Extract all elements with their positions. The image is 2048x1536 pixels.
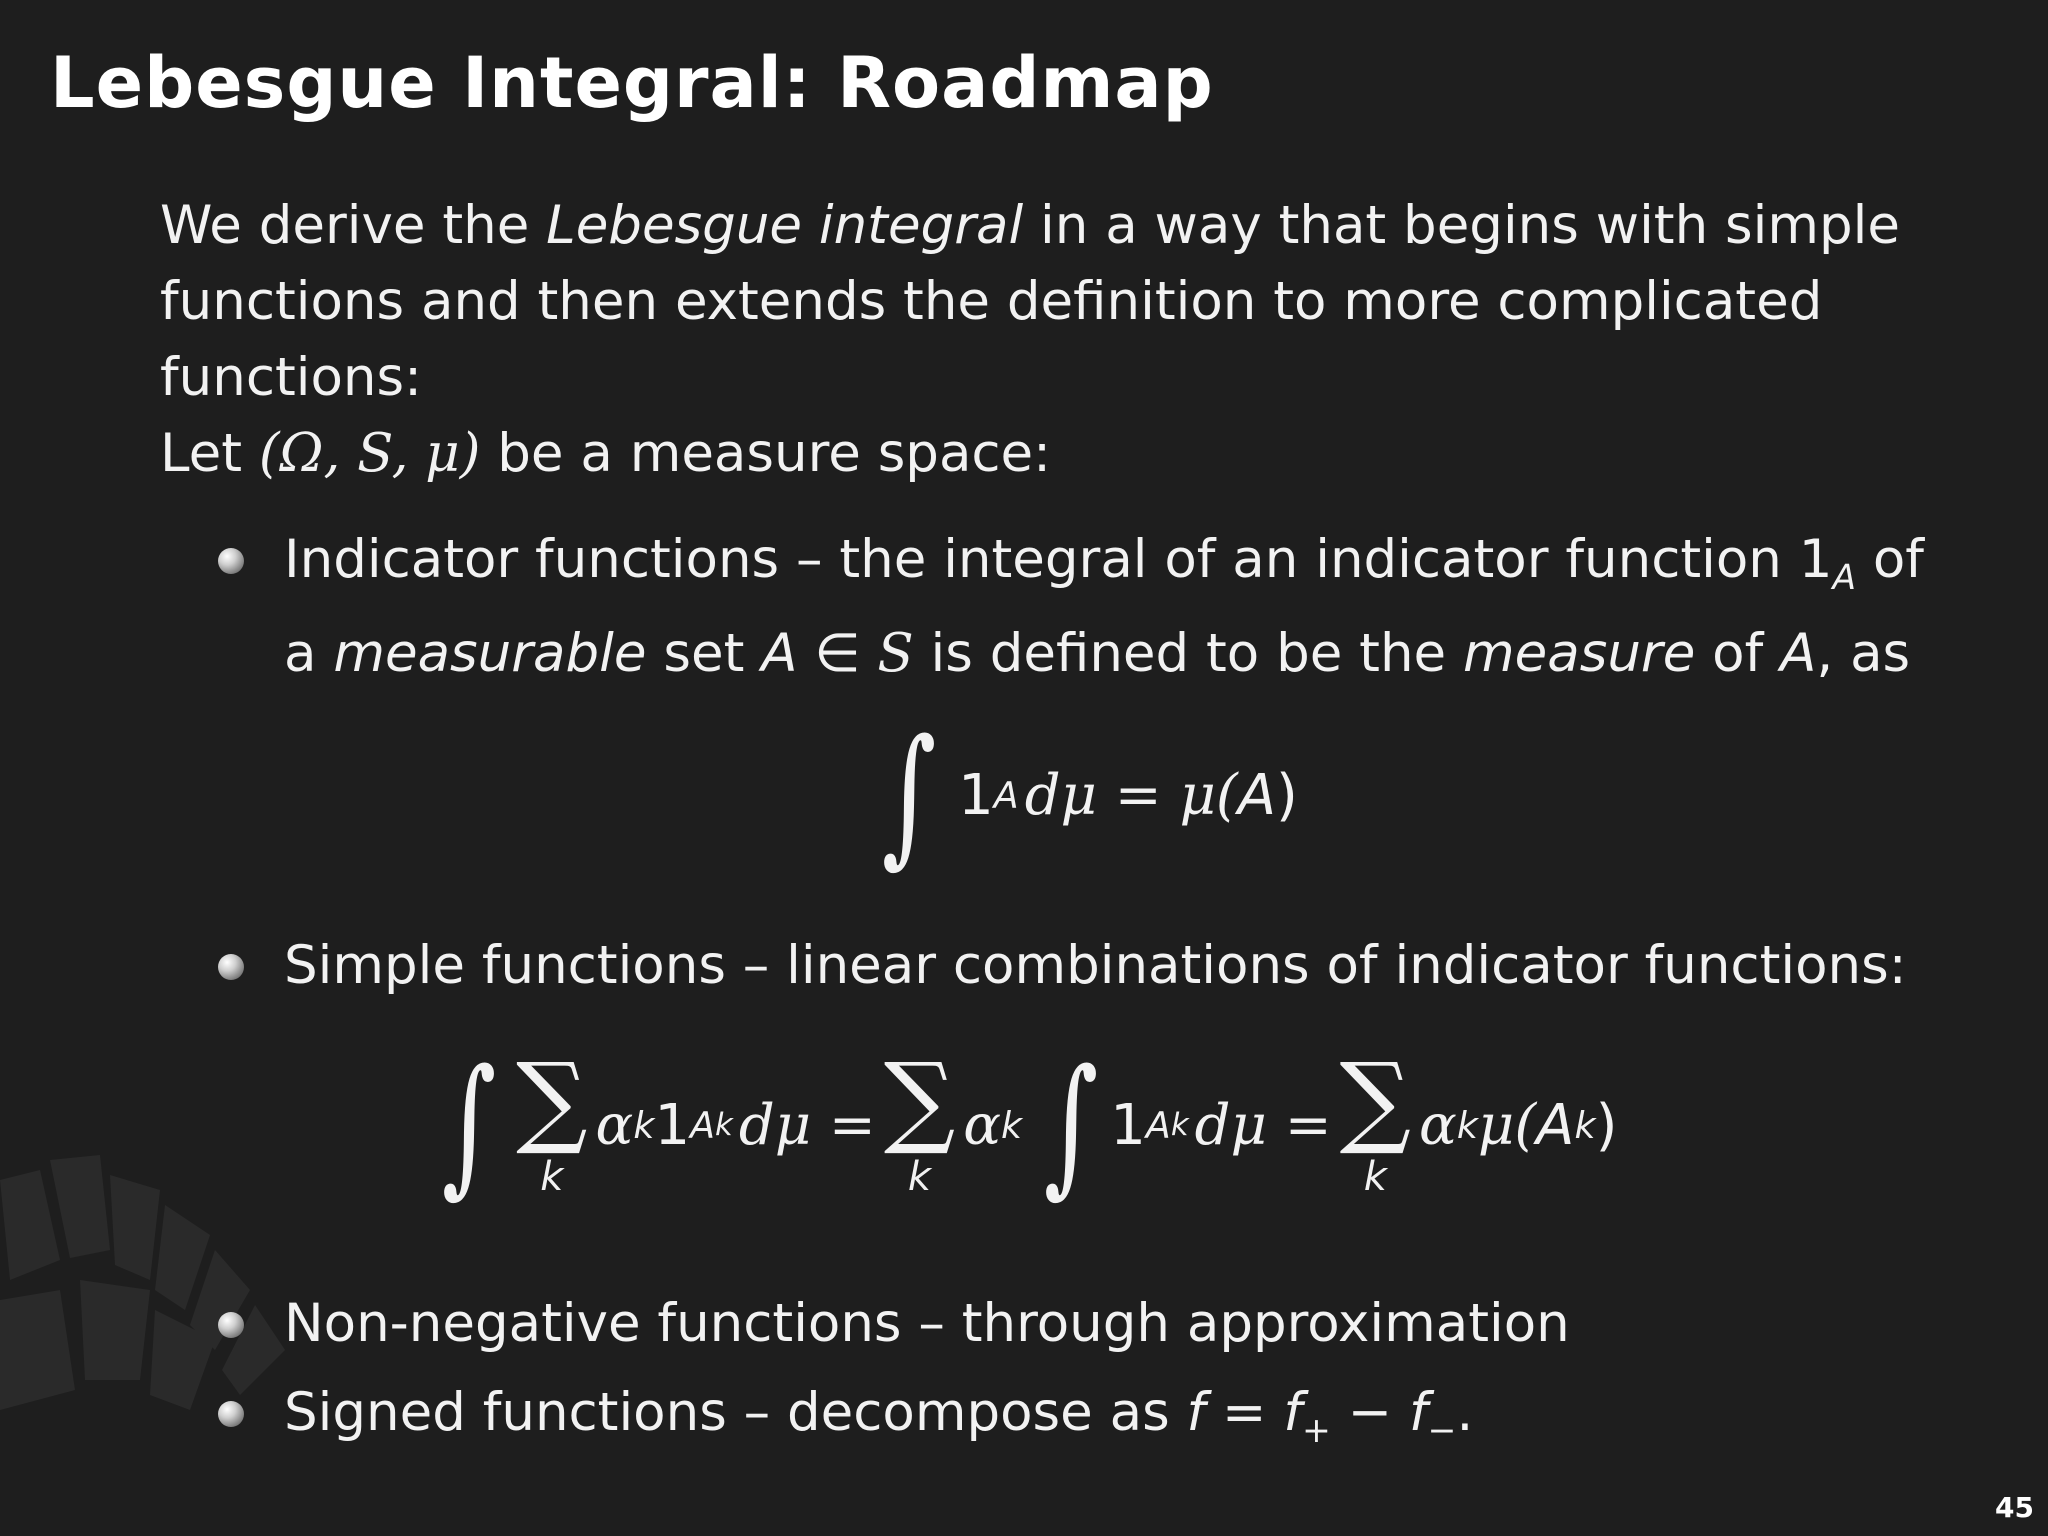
math: − — [1330, 1382, 1409, 1443]
intro-line-2: functions and then extends the definitio… — [160, 271, 1823, 332]
text: Indicator functions – the integral of an… — [284, 529, 1833, 590]
math-sigma-algebra: S — [877, 623, 914, 685]
math: ) — [1595, 1092, 1618, 1158]
math: α — [963, 1092, 1002, 1158]
intro-paragraph: We derive the Lebesgue integral in a way… — [160, 188, 1920, 492]
text: , as — [1816, 623, 1911, 685]
text: of — [1695, 623, 1781, 685]
text: Signed functions – decompose as — [284, 1382, 1187, 1443]
bullet-icon — [218, 1312, 244, 1338]
sum-index: k — [540, 1154, 564, 1200]
sum-block: ∑k — [1339, 1041, 1412, 1201]
math: A — [1780, 623, 1817, 685]
text: in a way that begins with simple — [1023, 195, 1900, 256]
intro-line-3: functions: — [160, 347, 422, 408]
sum-index: k — [1363, 1154, 1387, 1200]
subscript: k — [1456, 1103, 1478, 1147]
math: 1 — [654, 1092, 691, 1158]
bullet-non-negative-functions: Non-negative functions – through approxi… — [218, 1286, 1984, 1362]
math: μ( — [1477, 1092, 1537, 1158]
subscript: + — [1301, 1411, 1331, 1452]
text: be a measure space: — [480, 423, 1052, 484]
bullet-line: Indicator functions – the integral of an… — [284, 522, 1984, 616]
math: dμ = — [738, 1092, 876, 1158]
intro-line-4: Let (Ω, S, μ) be a measure space: — [160, 416, 1920, 492]
sum-index: k — [907, 1154, 932, 1200]
math-sigma-algebra: S — [357, 423, 392, 484]
bullet-line: a measurable set A ∈ S is defined to be … — [284, 616, 1984, 692]
math: α — [1419, 1092, 1457, 1158]
bullet-icon — [218, 548, 244, 574]
bullet-signed-functions: Signed functions – decompose as f = f+ −… — [218, 1375, 1984, 1469]
subscript: A — [993, 773, 1019, 817]
math: , μ) — [391, 423, 481, 484]
math: (Ω, — [258, 423, 358, 484]
math: dμ = μ( — [1024, 762, 1238, 828]
sum-symbol: ∑ — [516, 1041, 588, 1158]
math: f — [1186, 1382, 1206, 1443]
subscript: A — [690, 1103, 715, 1147]
text: . — [1456, 1382, 1474, 1443]
intro-line-1: We derive the Lebesgue integral in a way… — [160, 188, 1920, 264]
text: a — [284, 623, 334, 685]
bullet-text: Non-negative functions – through approxi… — [284, 1293, 1570, 1354]
math: = — [1205, 1382, 1284, 1443]
bullet-text: Simple functions – linear combinations o… — [284, 935, 1907, 996]
integral-symbol: ∫ — [441, 1038, 497, 1212]
emphasis-lebesgue-integral: Lebesgue integral — [546, 195, 1024, 256]
subscript: k — [1170, 1107, 1189, 1143]
math: A — [761, 623, 798, 685]
math: ) — [1276, 762, 1298, 828]
integral-symbol: ∫ — [881, 708, 937, 882]
integral-symbol: ∫ — [1043, 1038, 1099, 1212]
subscript: k — [715, 1107, 733, 1143]
text: We derive the — [160, 195, 547, 256]
text: set — [646, 623, 762, 685]
sum-symbol: ∑ — [883, 1041, 956, 1158]
subscript: k — [633, 1103, 655, 1147]
math: 1 — [1110, 1092, 1146, 1158]
emphasis-measure: measure — [1463, 623, 1696, 685]
bullet-simple-functions: Simple functions – linear combinations o… — [218, 928, 1984, 1004]
subscript: k — [1001, 1103, 1023, 1147]
text: of — [1856, 529, 1924, 590]
emphasis-measurable: measurable — [333, 623, 647, 685]
math: 1 — [958, 762, 994, 828]
math: dμ = — [1194, 1092, 1332, 1158]
math: ∈ — [797, 623, 878, 685]
text: Let — [160, 423, 259, 484]
bullet-icon — [218, 954, 244, 980]
bullet-text: Signed functions – decompose as f = f+ −… — [284, 1375, 1984, 1469]
math: A — [1237, 762, 1277, 828]
subscript: A — [1145, 1103, 1171, 1147]
watermark-decoration — [0, 1155, 285, 1410]
sum-block: ∑k — [516, 1041, 588, 1201]
slide-title: Lebesgue Integral: Roadmap — [50, 42, 1214, 124]
subscript: − — [1427, 1411, 1457, 1452]
text: is defined to be the — [913, 623, 1463, 685]
math: A — [1536, 1092, 1575, 1158]
subscript: A — [1832, 558, 1857, 599]
sum-block: ∑k — [883, 1041, 956, 1201]
math: f — [1283, 1382, 1302, 1443]
bullet-icon — [218, 1401, 244, 1427]
math: α — [595, 1092, 634, 1158]
subscript: k — [1574, 1103, 1596, 1147]
bullet-indicator-functions: Indicator functions – the integral of an… — [218, 522, 1984, 692]
sum-symbol: ∑ — [1339, 1041, 1412, 1158]
page-number: 45 — [1995, 1491, 2034, 1524]
math: f — [1408, 1382, 1428, 1443]
